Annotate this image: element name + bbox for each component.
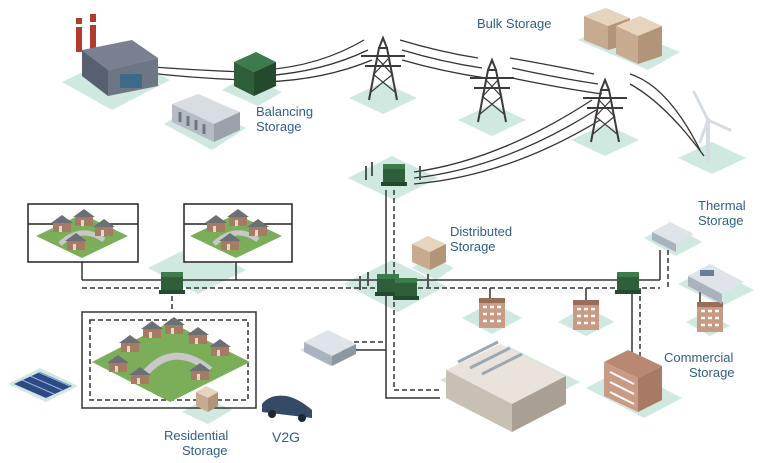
transmission-lines <box>139 39 705 185</box>
neighborhood-right <box>183 203 293 263</box>
substation-middle-icon <box>359 272 429 300</box>
solar-panel-icon <box>14 371 72 398</box>
distributed-storage-icon <box>412 236 446 270</box>
battery-container-icon <box>172 94 240 142</box>
bulk-storage-icon <box>584 8 662 64</box>
neighborhood-left <box>27 203 139 263</box>
wind-turbine-icon <box>692 90 732 162</box>
office-building-icon <box>304 330 356 366</box>
car-icon <box>262 395 312 422</box>
commercial-building-icon <box>604 350 662 412</box>
residential-neighborhood <box>92 317 250 402</box>
substation-icon <box>365 162 421 186</box>
power-plant-icon <box>76 14 158 96</box>
residential-storage-icon <box>196 386 218 412</box>
thermal-storage-buildings <box>652 222 744 304</box>
balancing-transformer-icon <box>234 52 276 96</box>
v2g-label: V2G <box>272 429 301 445</box>
bulk-storage-label: Bulk Storage <box>477 16 552 31</box>
factory-icon <box>446 340 566 432</box>
